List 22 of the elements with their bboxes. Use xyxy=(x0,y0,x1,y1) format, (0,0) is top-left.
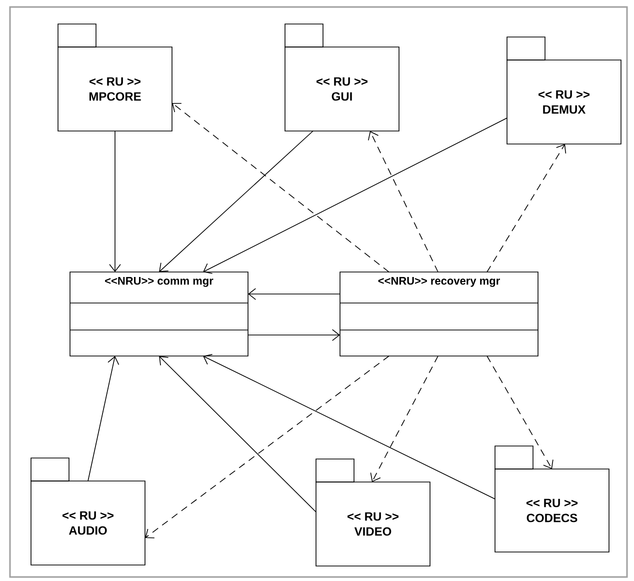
dependency-arrow xyxy=(172,102,390,272)
class-box: <<NRU>> recovery mgr xyxy=(340,272,538,356)
dependency-arrow xyxy=(486,144,566,272)
dependency-arrow xyxy=(368,131,438,272)
package-box: << RU >> GUI xyxy=(284,24,400,132)
package-box: << RU >> AUDIO xyxy=(30,458,146,566)
arrow xyxy=(88,356,120,482)
arrow xyxy=(248,288,340,300)
package-box: << RU >> MPCORE xyxy=(58,24,172,132)
arrow xyxy=(203,354,496,500)
arrow xyxy=(248,329,340,341)
arrow xyxy=(109,130,121,272)
class-box: <<NRU>> comm mgr xyxy=(70,272,248,356)
dependency-arrow xyxy=(145,356,390,538)
package-box: << RU >> VIDEO xyxy=(316,458,430,566)
arrow xyxy=(159,356,316,512)
arrow xyxy=(203,118,508,274)
dependency-arrow xyxy=(486,356,554,469)
arrow xyxy=(159,130,314,272)
package-box: << RU >> DEMUX xyxy=(506,36,622,144)
dependency-arrow xyxy=(370,356,438,482)
package-box: << RU >> CODECS xyxy=(494,446,610,552)
